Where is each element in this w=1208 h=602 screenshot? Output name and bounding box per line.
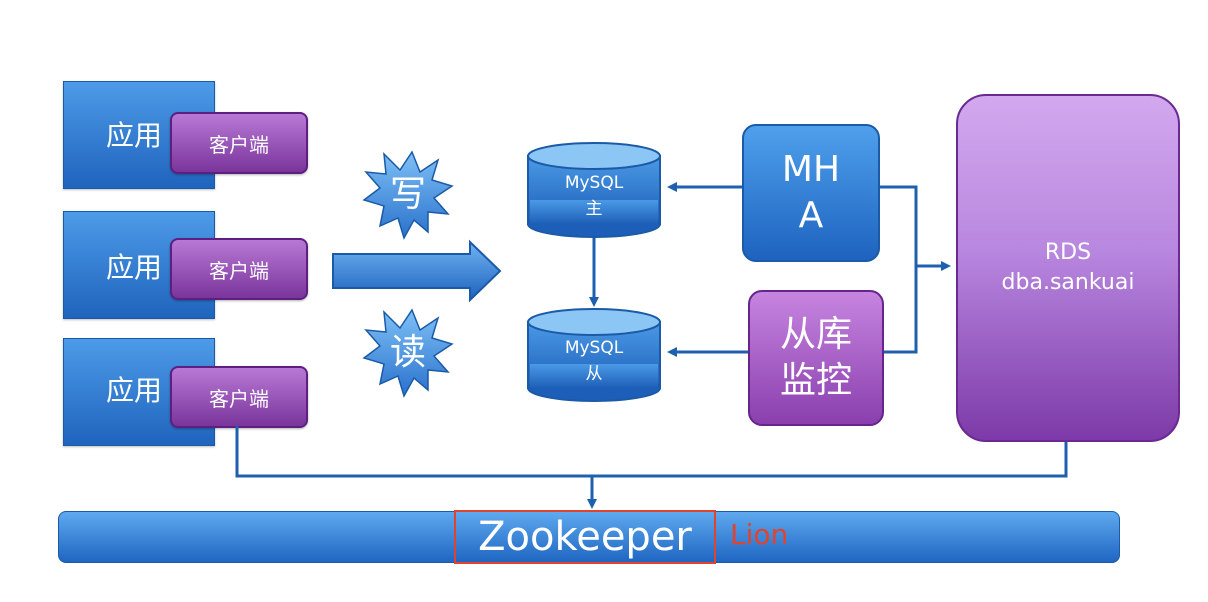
mha-line2: A <box>798 195 824 236</box>
app-label: 应用 <box>106 374 163 407</box>
write-starburst <box>362 150 454 240</box>
app-box-3: 应用 <box>63 338 215 446</box>
lion-label: Lion <box>730 518 789 551</box>
app-box-2: 应用 <box>63 211 215 319</box>
rds-box: RDS dba.sankuai <box>956 94 1180 442</box>
write-label: 写 <box>390 174 426 215</box>
rds-title: RDS <box>1044 240 1092 265</box>
slave-monitor-line2: 监控 <box>779 360 852 401</box>
app-label: 应用 <box>106 119 163 152</box>
mha-to-rds-line <box>878 185 918 354</box>
mysql-master-cylinder <box>527 142 661 238</box>
zookeeper-label: Zookeeper <box>454 510 716 564</box>
read-starburst <box>362 308 454 398</box>
mysql-master-line1: MySQL <box>564 173 624 193</box>
mysql-slave-cylinder <box>527 308 661 402</box>
mha-line1: MH <box>781 149 841 190</box>
client-tag-3: 客户端 <box>170 366 308 428</box>
slave-monitor-box: 从库 监控 <box>748 290 884 426</box>
mha-box: MH A <box>742 124 880 262</box>
mysql-slave-label: MySQL 从 <box>528 335 660 387</box>
read-label: 读 <box>390 332 426 373</box>
mysql-slave-line2: 从 <box>585 364 603 384</box>
mysql-master-line2: 主 <box>585 199 603 219</box>
slave-monitor-line1: 从库 <box>779 314 852 355</box>
mysql-master-label: MySQL 主 <box>528 170 660 222</box>
clients-to-zk-line <box>235 426 1068 478</box>
rds-domain: dba.sankuai <box>1001 270 1135 295</box>
client-tag-1: 客户端 <box>170 112 308 174</box>
mysql-slave-line1: MySQL <box>564 338 624 358</box>
app-label: 应用 <box>106 251 163 284</box>
client-tag-2: 客户端 <box>170 238 308 300</box>
big-arrow <box>332 239 502 303</box>
